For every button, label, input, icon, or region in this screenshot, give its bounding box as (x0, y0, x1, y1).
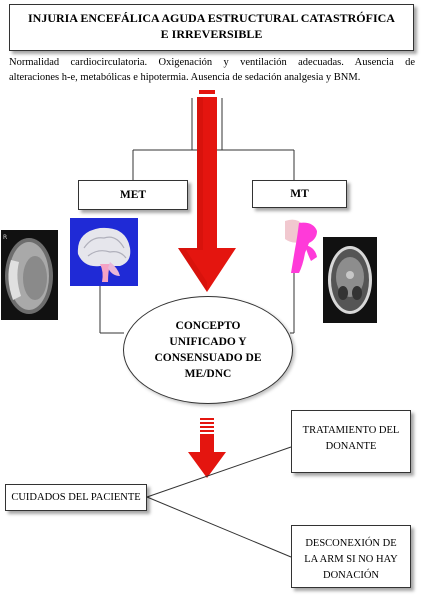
diagram-title: INJURIA ENCEFÁLICA AGUDA ESTRUCTURAL CAT… (28, 11, 395, 41)
down-arrow-large (178, 90, 236, 292)
disconnect-line-3: DONACIÓN (323, 570, 379, 581)
ct-scan-hemorrhage-icon: R (1, 230, 58, 320)
preconditions-text: Normalidad cardiocirculatoria. Oxigenaci… (9, 55, 415, 85)
unified-concept-ellipse: CONCEPTO UNIFICADO Y CONSENSUADO DE ME/D… (123, 296, 293, 404)
down-arrow-small (188, 418, 226, 478)
concept-line-4: ME/DNC (184, 368, 232, 380)
donor-treatment-box: TRATAMIENTO DEL DONANTE (291, 410, 411, 473)
patient-care-label: CUIDADOS DEL PACIENTE (11, 492, 141, 503)
disconnection-box: DESCONEXIÓN DE LA ARM SI NO HAY DONACIÓN (291, 525, 411, 588)
connector-to-treatment (146, 446, 292, 498)
brainstem-sagittal-icon (283, 217, 319, 273)
met-label: MET (119, 189, 147, 201)
mt-label: MT (290, 188, 309, 200)
preconditions-line-1: Normalidad cardiocirculatoria. Oxigenaci… (9, 57, 415, 68)
concept-line-2: UNIFICADO Y (169, 336, 247, 348)
preconditions-line-2: alteraciones h-e, metabólicas e hipoterm… (9, 72, 361, 83)
patient-care-box: CUIDADOS DEL PACIENTE (5, 484, 147, 511)
title-box: INJURIA ENCEFÁLICA AGUDA ESTRUCTURAL CAT… (9, 4, 414, 51)
treatment-line-2: DONANTE (325, 441, 377, 452)
connector-to-disconnect (146, 496, 292, 558)
disconnect-line-2: LA ARM SI NO HAY (304, 554, 398, 565)
concept-line-1: CONCEPTO (175, 320, 241, 332)
concept-line-3: CONSENSUADO DE (154, 352, 262, 364)
svg-text:R: R (3, 234, 7, 241)
disconnect-line-1: DESCONEXIÓN DE (305, 538, 397, 549)
brain-sagittal-icon (70, 218, 138, 286)
mt-box: MT (252, 180, 347, 208)
ct-scan-axial-icon (323, 237, 377, 323)
treatment-line-1: TRATAMIENTO DEL (302, 425, 400, 436)
met-box: MET (78, 180, 188, 210)
